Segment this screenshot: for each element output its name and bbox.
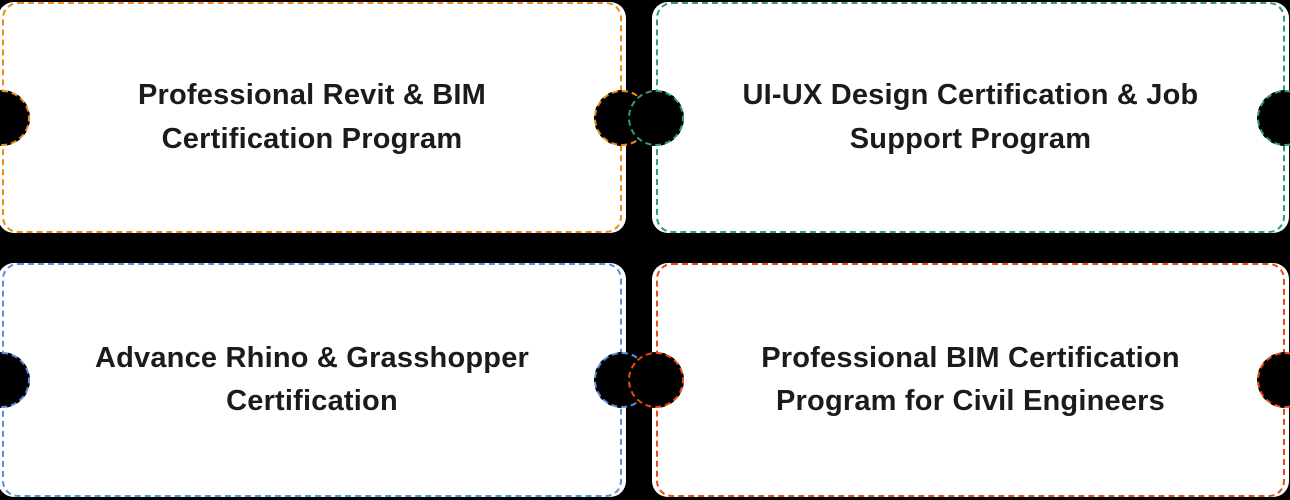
course-card-title: UI-UX Design Certification & Job Support… (679, 74, 1263, 161)
course-card-revit-bim[interactable]: Professional Revit & BIM Certification P… (0, 2, 650, 233)
ticket-notch-right (1257, 352, 1290, 408)
title-line: Certification (226, 385, 398, 417)
course-card-rhino-grasshopper[interactable]: Advance Rhino & Grasshopper Certificatio… (0, 263, 650, 497)
title-line: UI-UX Design Certification & Job (742, 79, 1199, 111)
title-line: Certification Program (161, 122, 463, 155)
course-card-title: Advance Rhino & Grasshopper Certificatio… (31, 337, 593, 424)
ticket-notch-left (0, 352, 30, 408)
course-card-title: Professional Revit & BIM Certification P… (74, 74, 550, 161)
title-line: Support Program (849, 122, 1092, 155)
course-card-bim-civil[interactable]: Professional BIM Certification Program f… (628, 263, 1290, 497)
title-line: Program for Civil Engineers (776, 385, 1165, 417)
title-line: Professional BIM Certification (761, 341, 1180, 374)
course-card-uiux-design[interactable]: UI-UX Design Certification & Job Support… (628, 2, 1290, 233)
ticket-notch-left (628, 352, 684, 408)
course-card-title: Professional BIM Certification Program f… (697, 337, 1244, 424)
ticket-notch-left (0, 89, 30, 146)
ticket-notch-left (628, 89, 684, 146)
title-line: Advance Rhino & Grasshopper (94, 341, 530, 374)
title-line: Professional Revit & BIM (137, 79, 487, 111)
